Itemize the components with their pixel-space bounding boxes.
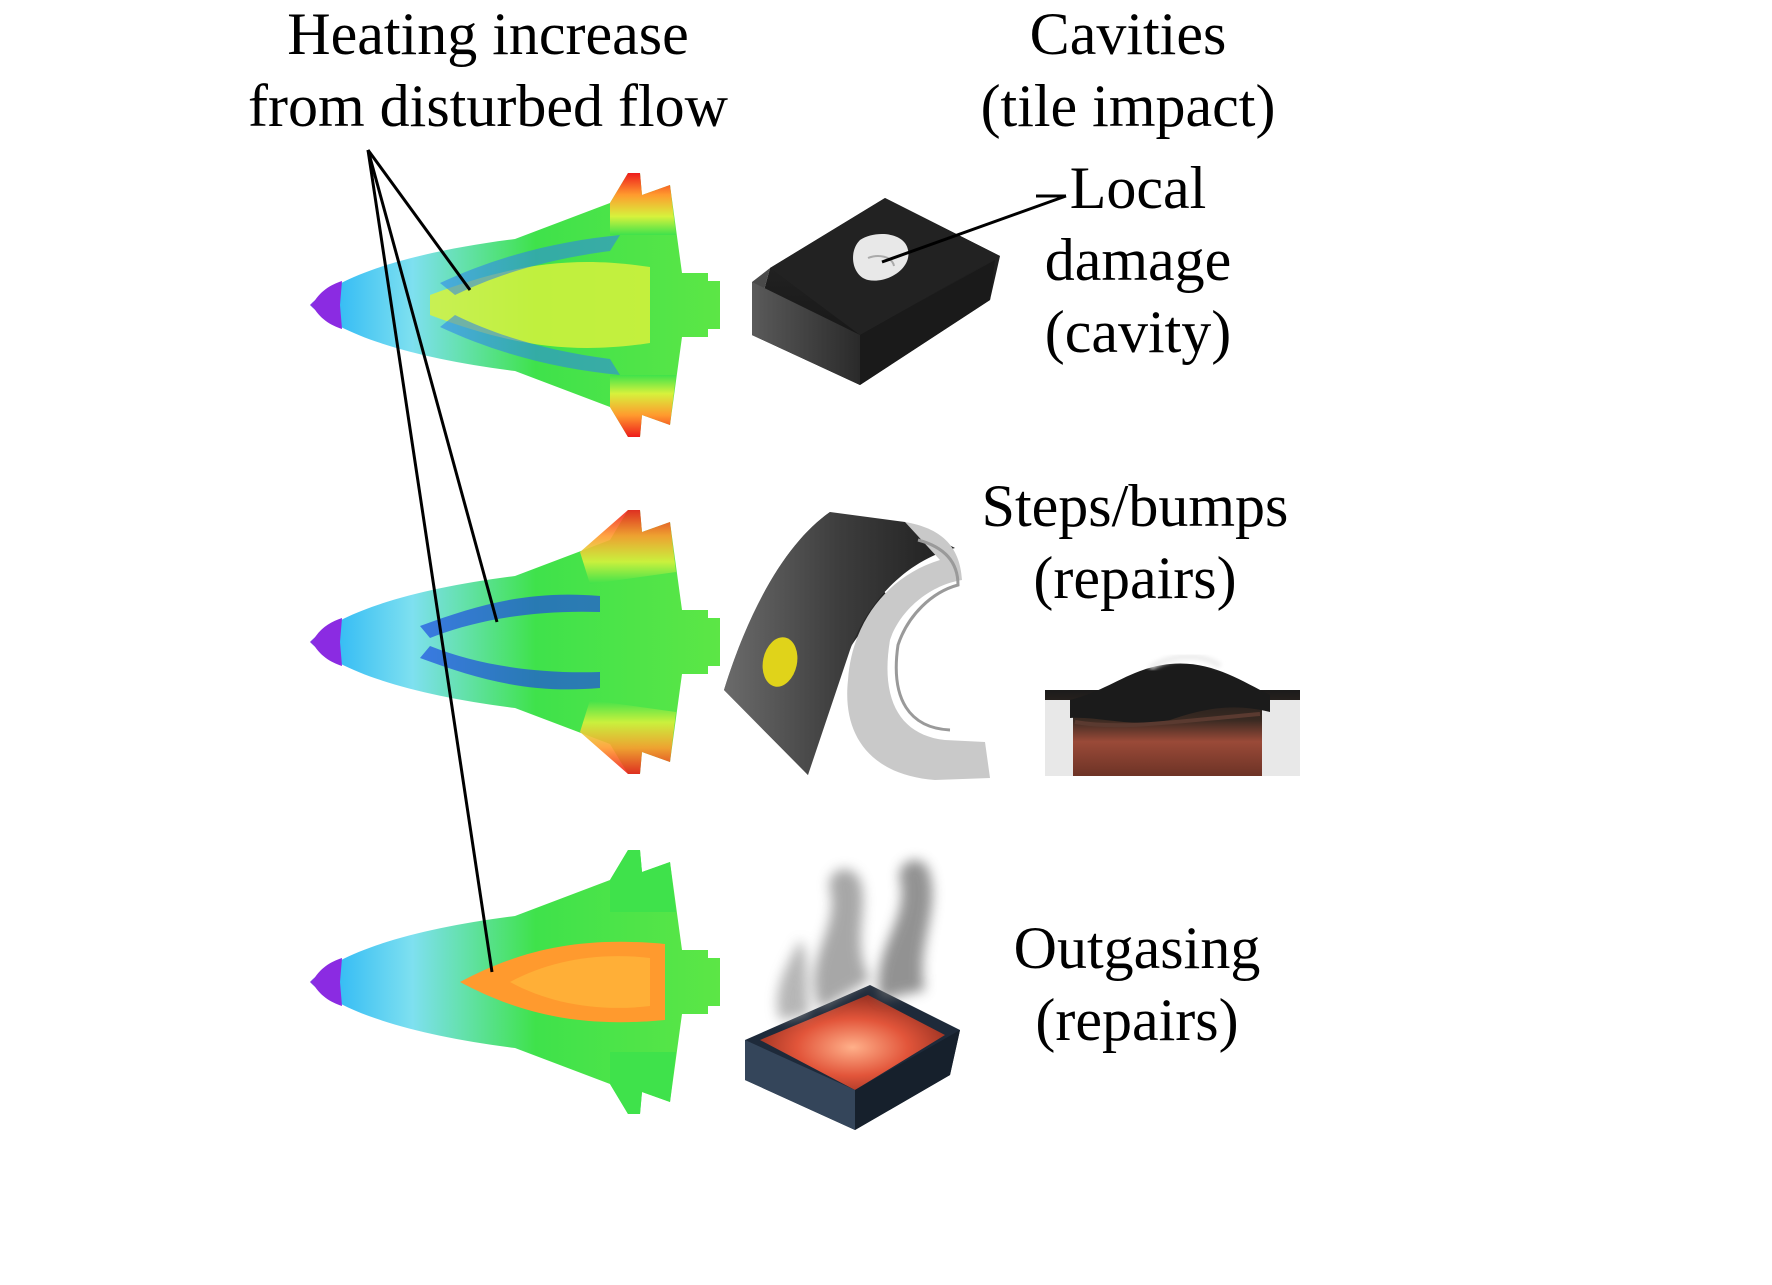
local-damage-line3: (cavity): [1044, 299, 1232, 365]
heating-leader-lines: [366, 149, 499, 973]
cavities-label-line2: (tile impact): [980, 73, 1276, 139]
orbiter-heat-map-top: [310, 173, 720, 437]
local-damage-line2: damage: [1044, 227, 1232, 293]
outgasing-label-line1: Outgasing: [1013, 915, 1261, 981]
orbiter-heat-map-middle: [310, 510, 720, 774]
outgasing-label-line2: (repairs): [1035, 987, 1239, 1053]
local-damage-label: Local damage (cavity): [1040, 152, 1236, 368]
steps-bumps-label: Steps/bumps (repairs): [980, 470, 1290, 614]
heating-label-line1: Heating increase: [287, 1, 689, 67]
cavities-label: Cavities (tile impact): [968, 0, 1288, 142]
outgasing-label: Outgasing (repairs): [1012, 912, 1262, 1056]
steps-label-line2: (repairs): [1033, 545, 1237, 611]
heating-increase-label: Heating increase from disturbed flow: [248, 0, 728, 142]
steps-label-line1: Steps/bumps: [981, 473, 1289, 539]
local-damage-leader-line: [881, 194, 1067, 264]
local-damage-line1: Local: [1069, 155, 1207, 221]
heating-label-line2: from disturbed flow: [248, 73, 728, 139]
repair-bracket-image: [724, 512, 990, 780]
cavities-label-line1: Cavities: [1029, 1, 1227, 67]
orbiter-heat-map-bottom: [310, 850, 720, 1114]
damaged-tile-image: [752, 198, 1000, 385]
outgasing-tile-image: [745, 860, 960, 1130]
repair-cross-section-image: [1045, 654, 1300, 776]
